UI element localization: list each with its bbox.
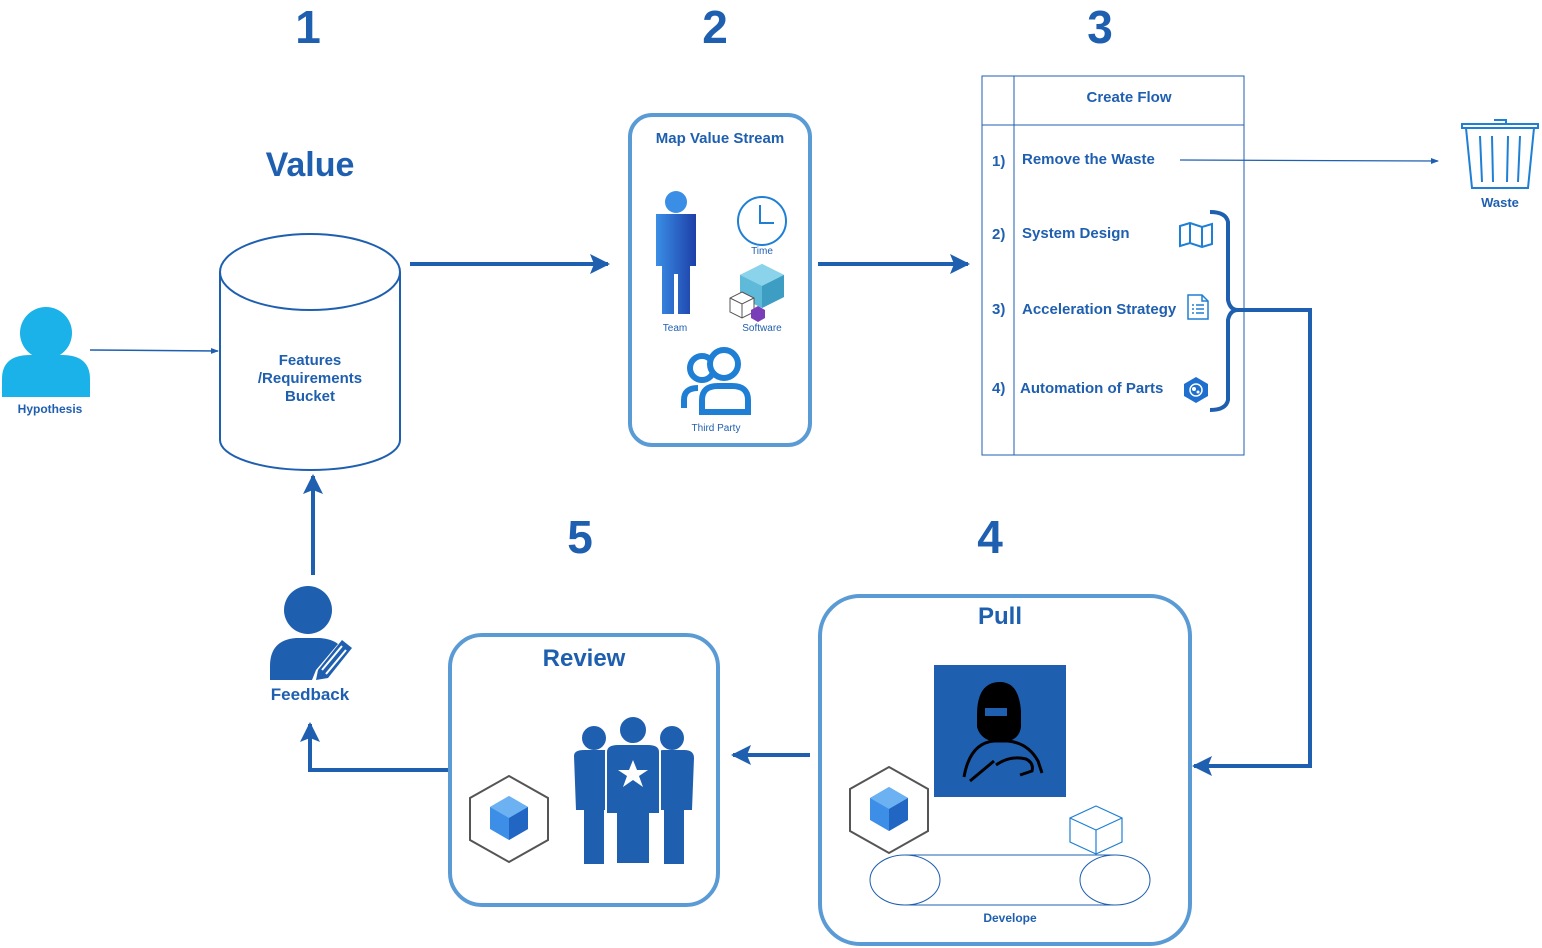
map-value-stream-title: Map Value Stream [655,130,785,147]
bucket-label-line2: /Requirements [257,370,363,387]
welder-icon [934,665,1066,797]
conveyor-belt [869,854,1151,906]
create-flow-title: Create Flow [1086,89,1172,106]
conveyor-label: Develope [983,911,1037,925]
flow-item-3-label: Acceleration Strategy [1022,301,1177,318]
bucket-cylinder [219,233,401,471]
review-box [448,633,720,907]
flow-item-4-label: Automation of Parts [1020,380,1164,397]
hypothesis-label: Hypothesis [17,402,83,416]
create-flow-table [981,75,1245,456]
step-number-1: 1 [295,1,321,53]
review-title: Review [542,645,626,672]
arrow-hypothesis-bucket [89,347,219,354]
automation-hexagon-icon [1182,376,1210,404]
value-title: Value [265,146,355,184]
bucket-label-line1: Features [278,352,342,369]
flow-item-2-label: System Design [1022,225,1130,242]
software-cubes-icon [728,262,786,322]
waste-label: Waste [1481,195,1519,210]
pull-title: Pull [977,603,1022,630]
map-value-stream-box [628,113,812,447]
feedback-user-edit-icon [266,584,356,682]
step-number-2: 2 [702,1,728,53]
third-party-users-icon [680,344,752,416]
arrow-waste [1179,157,1439,164]
flow-item-1-num: 1) [992,153,1006,170]
feedback-label: Feedback [270,685,350,704]
map-icon [1178,221,1214,249]
bucket-label: Features /Requirements Bucket [240,352,380,406]
arrow-flow-pull [1192,308,1312,776]
step-number-4: 4 [977,511,1003,563]
checklist-icon [1186,293,1210,321]
flow-brace [1209,210,1239,412]
software-label: Software [742,323,782,334]
time-label: Time [751,246,773,257]
flow-item-1-label: Remove the Waste [1022,151,1155,168]
team-person-icon [650,190,700,316]
dev-cube-icon [848,765,930,855]
team-label: Team [662,323,688,334]
step-number-5: 5 [567,511,593,563]
flow-item-3-num: 3) [992,301,1006,318]
flow-item-2-num: 2) [992,226,1006,243]
bucket-label-line3: Bucket [284,388,336,405]
arrow-review-feedback [300,722,448,772]
trash-icon [1460,116,1540,192]
hypothesis-user-icon [0,303,92,397]
step-number-3: 3 [1087,1,1113,53]
team-group-icon [570,714,698,866]
outline-box-icon [1068,804,1124,856]
pull-box [818,594,1192,946]
third-party-label: Third Party [691,423,741,434]
review-cube-icon [468,774,550,864]
flow-item-4-num: 4) [992,380,1006,397]
clock-icon [736,195,788,247]
